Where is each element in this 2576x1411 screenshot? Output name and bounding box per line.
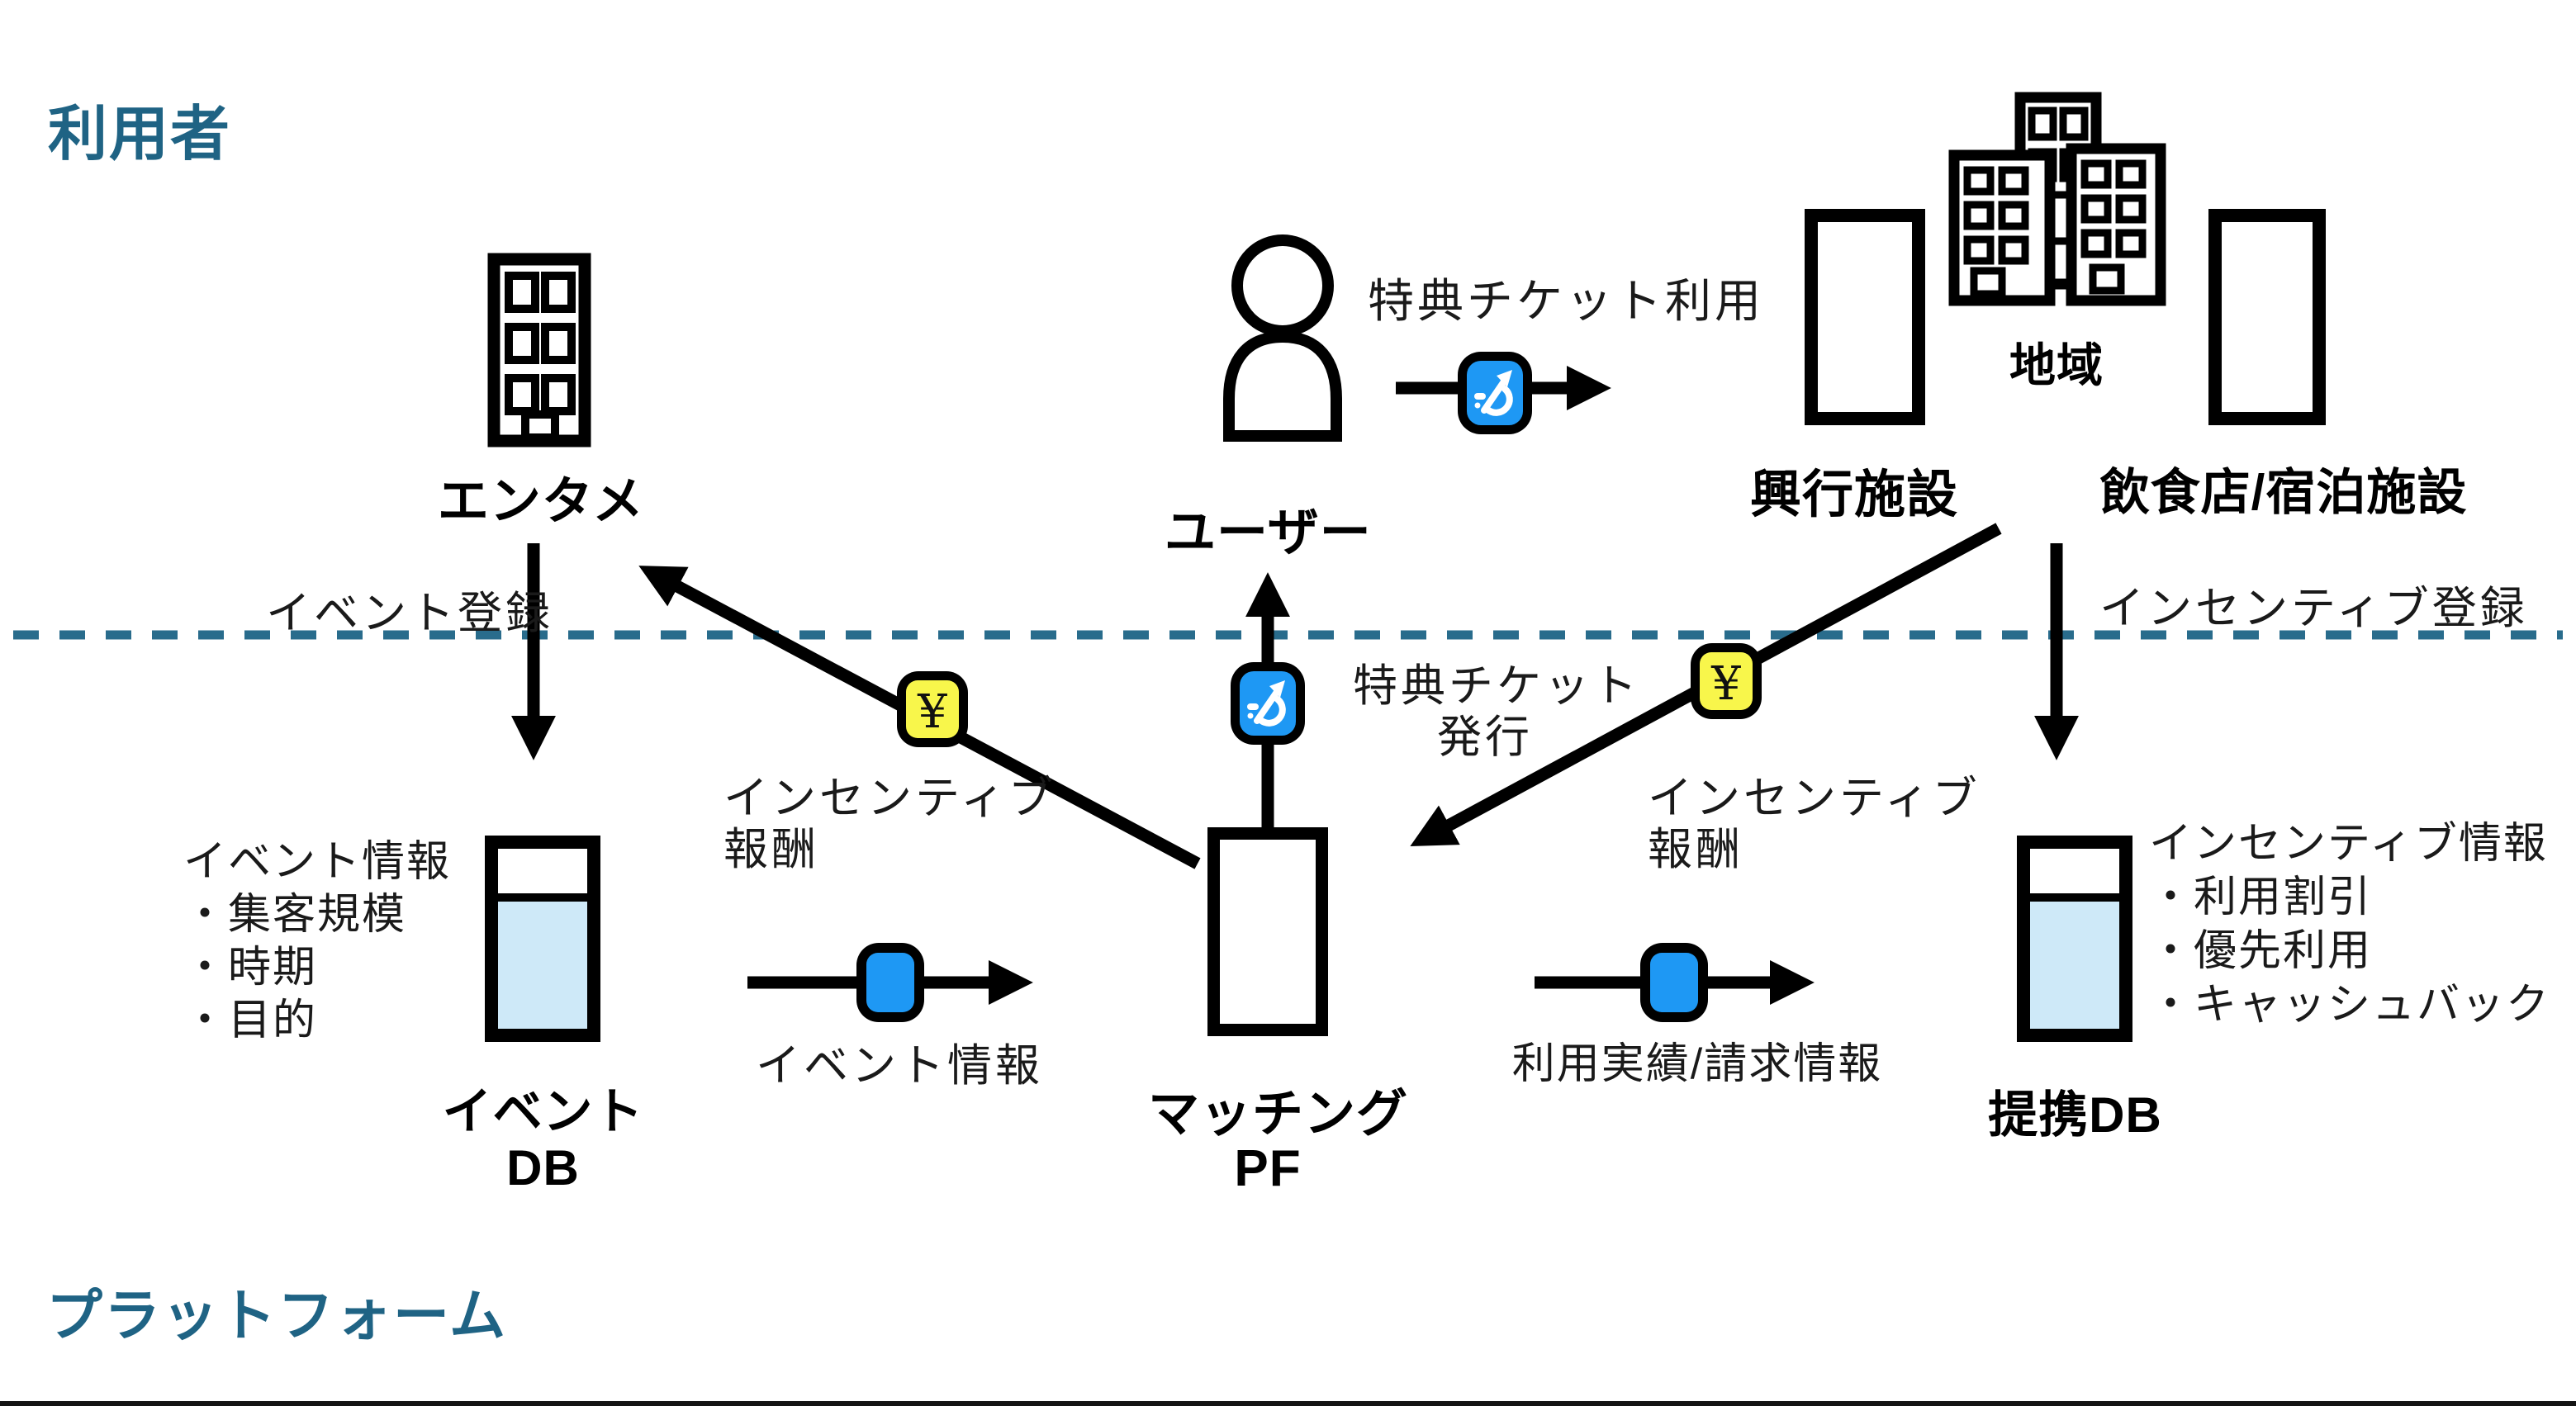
svg-text:¥: ¥ — [917, 685, 947, 739]
label-matching-pf-line2: PF — [1234, 1140, 1302, 1197]
label-event-register: イベント登録 — [266, 589, 553, 638]
label-usage-billing-flow: 利用実績/請求情報 — [1511, 1040, 1883, 1088]
svg-text:¥: ¥ — [1710, 657, 1741, 711]
data-transfer-icon — [856, 943, 924, 1022]
label-event-info-flow: イベント情報 — [756, 1041, 1043, 1091]
matching-pf-shape — [1207, 827, 1328, 1036]
kogyo-facility-shape — [1805, 209, 1925, 425]
zone-title-platform: プラットフォーム — [46, 1285, 507, 1347]
yen-incentive-icon: ¥ — [897, 671, 968, 747]
ticket-app-icon — [1231, 662, 1305, 745]
event-info-item: ・集客規模 — [183, 891, 407, 939]
label-ticket-issue-line2: 発行 — [1437, 713, 1533, 762]
incentive-info-title: インセンティブ情報 — [2149, 820, 2548, 868]
label-incentive-reward-right-line1: インセンティブ — [1648, 774, 1981, 823]
label-teikei-db: 提携DB — [1988, 1087, 2162, 1143]
event-info-item: ・目的 — [183, 997, 318, 1044]
label-incentive-reward-right-line2: 報酬 — [1648, 825, 1743, 874]
event-info-block: イベント情報 ・集客規模 ・時期 ・目的 — [183, 836, 451, 1047]
label-kogyo: 興行施設 — [1749, 466, 1958, 523]
entertainment-building-icon — [487, 253, 591, 447]
event-info-title: イベント情報 — [183, 838, 452, 886]
ticket-app-icon — [1458, 352, 1532, 434]
label-user: ユーザー — [1165, 504, 1372, 561]
incentive-info-item: ・キャッシュバック — [2149, 981, 2551, 1029]
label-event-db-line1: イベント — [442, 1084, 644, 1139]
label-region: 地域 — [2009, 339, 2104, 391]
event-info-item: ・時期 — [183, 944, 318, 992]
inshoku-facility-shape — [2208, 209, 2326, 425]
label-event-db-line2: DB — [506, 1140, 580, 1196]
label-inshoku: 飲食店/宿泊施設 — [2099, 465, 2468, 520]
incentive-info-item: ・利用割引 — [2149, 874, 2373, 921]
bottom-border-line — [0, 1401, 2576, 1406]
incentive-info-block: インセンティブ情報 ・利用割引 ・優先利用 ・キャッシュバック — [2149, 817, 2550, 1032]
label-entame: エンタメ — [437, 473, 645, 530]
label-incentive-reward-left-line2: 報酬 — [723, 825, 819, 874]
zone-title-users: 利用者 — [48, 102, 232, 168]
label-incentive-register: インセンティブ登録 — [2099, 584, 2528, 633]
data-transfer-icon — [1640, 943, 1708, 1022]
label-ticket-issue-line1: 特典チケット — [1353, 661, 1640, 711]
region-buildings-icon — [1948, 92, 2166, 306]
teikei-db-icon — [2017, 836, 2132, 1042]
label-matching-pf-line1: マッチング — [1148, 1086, 1409, 1143]
event-db-icon — [485, 836, 600, 1042]
label-ticket-use: 特典チケット利用 — [1368, 275, 1764, 327]
label-incentive-reward-left-line1: インセンティブ — [723, 774, 1056, 823]
yen-incentive-icon: ¥ — [1691, 643, 1762, 719]
incentive-info-item: ・優先利用 — [2149, 927, 2373, 975]
user-person-icon — [1223, 234, 1342, 442]
